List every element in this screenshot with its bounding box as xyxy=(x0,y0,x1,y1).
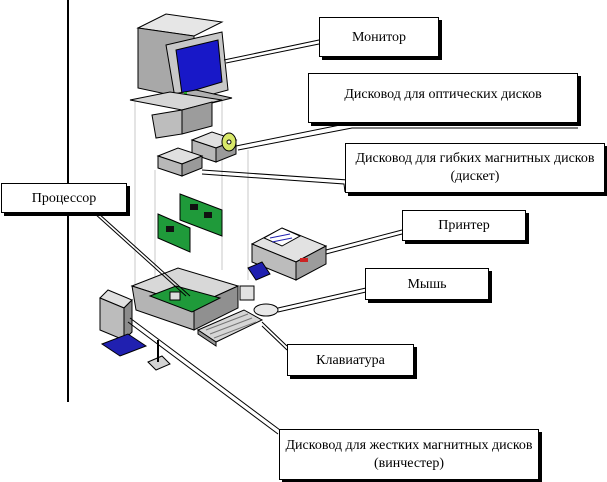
label-optical-drive: Дисковод для оптических дисков xyxy=(308,73,578,123)
label-floppy-drive: Дисковод для гибких магнитных дисков (ди… xyxy=(345,143,605,193)
label-printer: Принтер xyxy=(402,210,526,241)
joystick-illustration xyxy=(100,333,171,371)
speaker-illustration xyxy=(239,285,255,301)
callout-lines xyxy=(93,39,578,435)
label-hard-drive: Дисковод для жестких магнитных дисков (в… xyxy=(279,429,539,480)
exploded-guides xyxy=(134,100,249,290)
printer-illustration xyxy=(250,227,328,281)
optical-drive-illustration xyxy=(190,131,238,163)
floppy-disk-illustration xyxy=(247,261,271,281)
keyboard-illustration xyxy=(196,309,264,347)
label-monitor: Монитор xyxy=(319,17,439,57)
label-mouse: Мышь xyxy=(365,268,489,300)
system-unit-case-illustration xyxy=(130,267,240,331)
label-keyboard: Клавиатура xyxy=(287,344,414,376)
system-unit-top-illustration xyxy=(129,91,223,139)
mouse-illustration xyxy=(253,303,279,317)
floppy-drive-illustration xyxy=(156,147,204,177)
label-processor: Процессор xyxy=(1,183,127,213)
expansion-cards-illustration xyxy=(157,193,223,253)
monitor-illustration xyxy=(136,13,233,109)
hard-drive-illustration xyxy=(99,289,133,342)
